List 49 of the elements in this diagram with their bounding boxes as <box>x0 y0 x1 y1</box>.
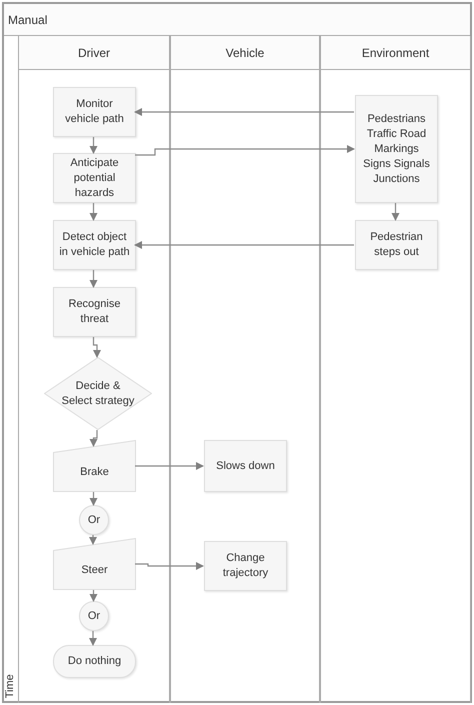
process-box <box>355 95 438 203</box>
node-label: Monitor vehicle path <box>64 97 125 127</box>
node-label: Slows down <box>216 458 275 474</box>
swimlane <box>18 36 170 703</box>
process-box <box>53 153 136 203</box>
arrow <box>90 203 98 221</box>
terminator-box <box>53 645 136 678</box>
node-label: Decide & Select strategy <box>60 378 136 408</box>
node-label: Or <box>88 512 100 528</box>
arrow <box>89 631 97 646</box>
process-box <box>53 220 136 270</box>
arrow <box>134 462 204 470</box>
node-label: Pedestrian steps out <box>369 230 424 260</box>
node-label: Pedestrians Traffic Road Markings Signs Signals Junctions <box>362 112 431 186</box>
arrow <box>90 137 98 154</box>
node-label: Brake <box>80 464 109 480</box>
node-label: Change trajectory <box>222 551 270 581</box>
decision-diamond <box>44 357 152 430</box>
node-label: Detect object in vehicle path <box>58 230 131 260</box>
manual-input-box <box>53 440 136 492</box>
arrow <box>392 203 400 221</box>
process-box <box>204 541 287 591</box>
node-label: Steer <box>81 562 108 578</box>
node-label: Vehicle <box>226 44 264 62</box>
arrow <box>135 562 204 570</box>
node-label: Anticipate potential hazards <box>69 156 120 200</box>
node-label: Environment <box>362 44 430 62</box>
arrow <box>90 270 98 288</box>
node-label: Do nothing <box>68 654 122 669</box>
arrow <box>90 430 98 447</box>
arrow <box>134 241 355 249</box>
process-box <box>53 287 136 337</box>
arrow <box>90 590 98 602</box>
node-label: Recognise threat <box>68 297 122 327</box>
arrow <box>135 145 355 156</box>
process-box <box>355 220 438 270</box>
arrow <box>89 535 97 545</box>
axis-label: Time <box>2 674 17 698</box>
arrow <box>134 108 355 116</box>
swimlane <box>320 36 471 703</box>
arrow <box>90 492 98 506</box>
arrow <box>92 337 101 358</box>
manual-input-box <box>53 538 136 590</box>
node-label: Manual <box>8 12 48 28</box>
node-label: Driver <box>78 44 110 62</box>
node-label: Or <box>88 608 100 624</box>
swimlane <box>170 36 320 703</box>
process-box <box>53 87 136 137</box>
process-box <box>204 440 287 492</box>
